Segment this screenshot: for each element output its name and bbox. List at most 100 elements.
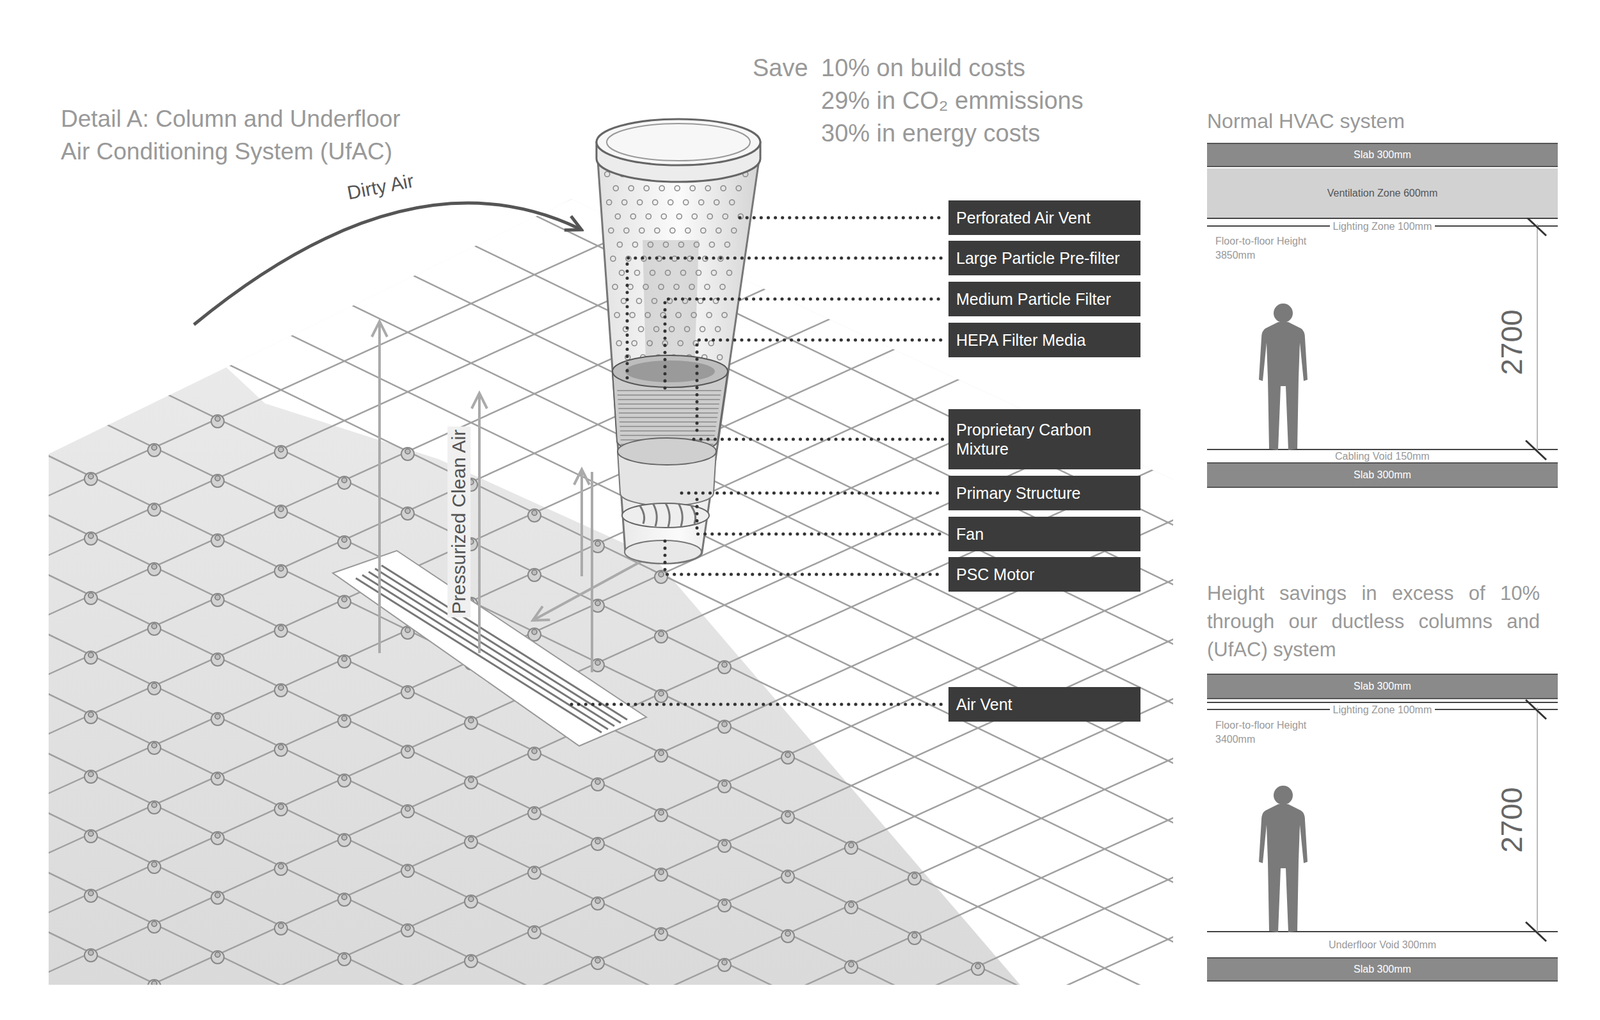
floor-pedestal <box>718 660 731 674</box>
floor-grid-line <box>0 0 1359 720</box>
floor-pedestal <box>528 865 541 879</box>
figure-body <box>1258 803 1308 932</box>
pedestal-head <box>785 811 791 817</box>
pedestal-head <box>88 890 94 896</box>
floor-grid-line <box>0 0 1600 926</box>
floor-grid-line <box>0 32 1168 1020</box>
floor-pedestal <box>464 716 478 729</box>
leader-line <box>696 339 944 431</box>
perforation <box>729 199 735 205</box>
pedestal-head <box>151 980 157 986</box>
floor-pedestal <box>147 622 161 635</box>
floor-grid-line <box>0 0 1359 1020</box>
pedestal-head <box>278 565 284 571</box>
pedestal-head <box>595 778 601 784</box>
floor-pedestal <box>844 960 858 973</box>
floor-grid-line <box>154 222 1600 1020</box>
pedestal-head <box>531 807 537 813</box>
perforation <box>612 284 618 290</box>
pedestal-head <box>88 652 94 658</box>
perforation <box>721 312 728 318</box>
pedestal-head <box>848 842 854 848</box>
pedestal-head <box>341 953 347 959</box>
floor-grid-line <box>0 0 1168 628</box>
perforation <box>717 354 723 360</box>
callout-text: Proprietary Carbon Mixture <box>956 419 1133 459</box>
pedestal-head <box>215 475 221 481</box>
figure-head <box>1273 785 1293 805</box>
floor-pedestal <box>654 748 668 762</box>
floor-tiles <box>217 199 1174 985</box>
floor-grid-line <box>154 0 1600 580</box>
perforation <box>665 270 671 276</box>
pedestal-head <box>215 594 221 600</box>
pedestal-head <box>468 896 474 902</box>
pedestal-head <box>341 775 347 781</box>
callout-box: PSC Motor <box>948 556 1141 592</box>
floor-grid-line <box>0 205 788 1020</box>
zone-label: Lighting Zone 100mm <box>1329 703 1436 716</box>
floor-pedestal <box>147 503 161 516</box>
perforation <box>659 185 665 191</box>
savings-item: 30% in energy costs <box>821 119 1040 149</box>
floor-grid-line <box>0 0 1600 955</box>
pedestal-head <box>975 963 981 969</box>
column-body <box>597 160 760 564</box>
floor-pedestal <box>781 869 795 883</box>
floor-grid-line <box>0 0 1485 782</box>
pedestal-head <box>151 563 157 569</box>
pedestal-head <box>278 803 284 809</box>
pedestal-head <box>531 748 537 754</box>
pedestal-head <box>721 959 728 965</box>
ventilation-band: Ventilation Zone 600mm <box>1207 168 1558 218</box>
floor-pedestal <box>211 474 224 488</box>
air-arrow <box>378 323 381 653</box>
column-lid <box>596 119 761 166</box>
perforation <box>720 284 726 290</box>
dimension-value: 2700 <box>1494 786 1530 852</box>
dimension-tick <box>1525 440 1547 460</box>
floor-grid-line <box>0 3 1232 1020</box>
floor-pedestal <box>781 929 795 943</box>
pedestal-head <box>721 840 728 846</box>
pedestal-head <box>151 504 157 510</box>
filter-pleats <box>616 390 722 445</box>
floor-pedestal <box>84 710 98 724</box>
filter-pleat <box>618 407 719 409</box>
perforation <box>731 227 737 233</box>
slab-band: Slab 300mm <box>1207 956 1558 982</box>
floor-grid-line <box>0 0 1600 753</box>
floor-grid-line <box>0 0 1600 782</box>
pedestal-head <box>151 801 157 808</box>
dimension-ticks <box>1525 216 1547 941</box>
perforation <box>668 199 674 205</box>
zone-label: Underfloor Void 300mm <box>1325 938 1440 951</box>
pedestal-head <box>278 684 284 690</box>
perforation <box>629 312 635 318</box>
filter-pleat <box>620 430 716 432</box>
column-base <box>624 540 702 564</box>
perforation <box>647 241 653 248</box>
floor-grid-line <box>0 263 662 1020</box>
floor-grid-line <box>0 0 1600 667</box>
figure-body <box>1258 321 1308 450</box>
callout-box: Proprietary Carbon Mixture <box>948 408 1141 470</box>
perforation <box>636 298 642 304</box>
floor-pedestal <box>654 867 668 881</box>
floor-pedestal <box>781 750 795 764</box>
filter-pleat <box>618 403 720 405</box>
pedestal-head <box>151 742 157 748</box>
perforation <box>638 326 644 332</box>
section-lines <box>1207 218 1558 932</box>
zone-label: Lighting Zone 100mm <box>1329 220 1436 233</box>
floor-pedestal <box>84 591 98 605</box>
perforation <box>619 270 625 276</box>
floor-pedestal <box>147 860 161 873</box>
